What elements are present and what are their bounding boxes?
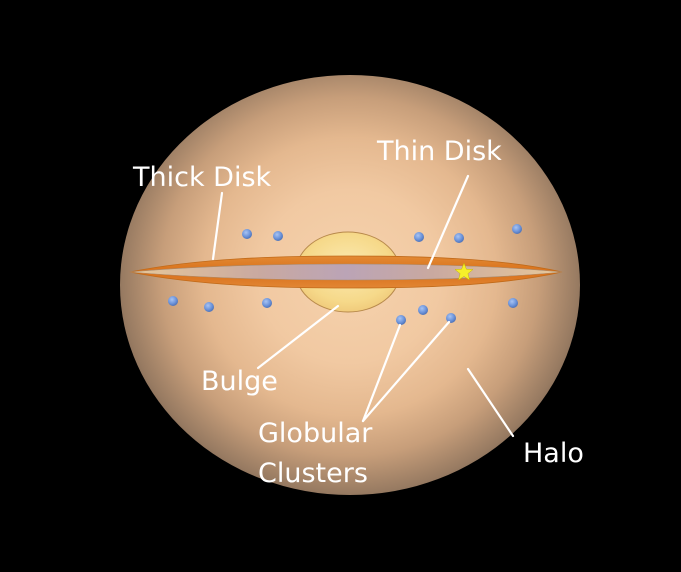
- halo-leader-line: [466, 367, 515, 438]
- globular-cluster: [512, 224, 522, 234]
- globular-leader-line-1: [361, 323, 402, 423]
- globular-cluster: [242, 229, 252, 239]
- globular-cluster: [168, 296, 178, 306]
- globular-cluster: [396, 315, 406, 325]
- globular-cluster: [414, 232, 424, 242]
- globular-cluster: [508, 298, 518, 308]
- thin-disk-leader-line: [426, 174, 470, 270]
- globular-clusters-label-line1: Globular: [258, 418, 373, 449]
- globular-cluster: [418, 305, 428, 315]
- globular-leader-line-2: [361, 320, 451, 423]
- globular-cluster: [446, 313, 456, 323]
- globular-clusters: [168, 224, 522, 325]
- bulge-leader-line: [256, 304, 340, 370]
- globular-cluster: [262, 298, 272, 308]
- bulge-label: Bulge: [201, 366, 278, 397]
- leader-lines: [211, 174, 515, 438]
- thin-disk-label: Thin Disk: [377, 136, 502, 167]
- globular-clusters-label-line2: Clusters: [258, 458, 368, 489]
- globular-cluster: [273, 231, 283, 241]
- thin-disk: [129, 263, 563, 281]
- star-icon: [454, 262, 474, 281]
- globular-cluster: [204, 302, 214, 312]
- thick-disk-leader-line: [211, 191, 224, 261]
- globular-cluster: [454, 233, 464, 243]
- halo-label: Halo: [523, 438, 584, 469]
- thick-disk-label: Thick Disk: [133, 162, 272, 193]
